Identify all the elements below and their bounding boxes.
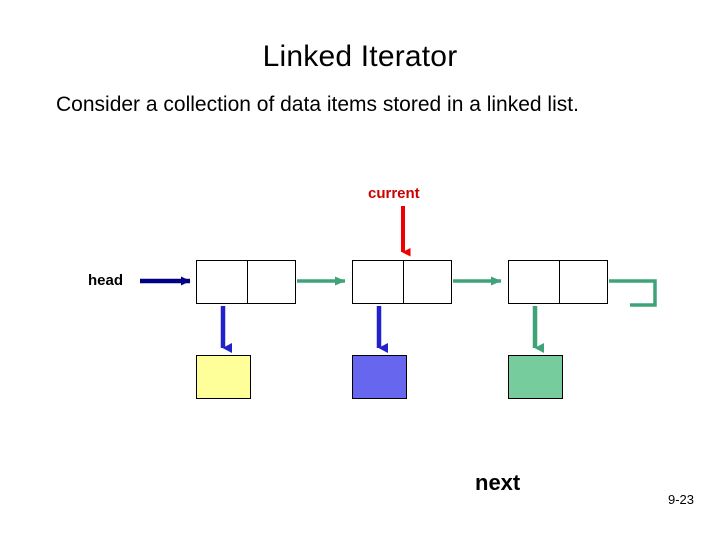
tail-null-link xyxy=(609,279,657,307)
list-node-2 xyxy=(352,260,452,304)
data-box-2 xyxy=(352,355,407,399)
label-head: head xyxy=(88,272,124,289)
node-divider xyxy=(559,261,560,303)
page-title: Linked Iterator xyxy=(262,40,458,73)
label-current: current xyxy=(368,185,420,202)
list-node-1 xyxy=(196,260,296,304)
page-number: 9-23 xyxy=(668,492,695,507)
data-box-1 xyxy=(196,355,251,399)
data-box-3 xyxy=(508,355,563,399)
body-text: Consider a collection of data items stor… xyxy=(56,93,579,116)
label-next: next xyxy=(475,470,521,495)
list-node-3 xyxy=(508,260,608,304)
node-divider xyxy=(247,261,248,303)
node-divider xyxy=(403,261,404,303)
